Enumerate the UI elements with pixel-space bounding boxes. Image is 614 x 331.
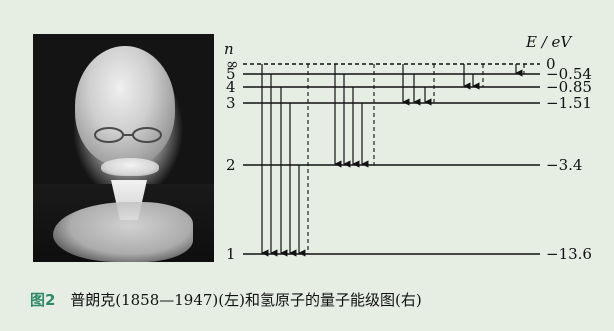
transition-arrows bbox=[261, 64, 523, 257]
photo-glasses bbox=[94, 127, 162, 143]
level-n-label: 4 bbox=[226, 78, 236, 96]
level-energy-label: −0.85 bbox=[546, 78, 592, 96]
level-n-label: ∞ bbox=[226, 55, 239, 73]
level-energy-label: −0.54 bbox=[546, 65, 592, 83]
caption-number: 图2 bbox=[30, 291, 56, 309]
level-n-label: 5 bbox=[226, 65, 236, 83]
figure-caption: 图2 普朗克(1858—1947)(左)和氢原子的量子能级图(右) bbox=[30, 289, 422, 310]
axis-e-label-text: E / eV bbox=[525, 33, 573, 51]
caption-text: 普朗克(1858—1947)(左)和氢原子的量子能级图(右) bbox=[70, 291, 422, 309]
axis-n-label: n bbox=[224, 40, 234, 58]
level-e-labels: 0−0.54−0.85−1.51 −3.4 −13.6 bbox=[546, 55, 592, 263]
level-energy-label: 0 bbox=[546, 55, 556, 73]
level-energy-label: −13.6 bbox=[546, 245, 592, 263]
photo-mustache bbox=[101, 158, 159, 176]
level-energy-label: −3.4 bbox=[546, 156, 582, 174]
level-energy-label: −1.51 bbox=[546, 94, 592, 112]
level-n-label: 1 bbox=[226, 245, 236, 263]
portrait-photo bbox=[33, 34, 214, 262]
axis-e-label: E / eV bbox=[525, 33, 573, 51]
level-n-label: 2 bbox=[226, 156, 236, 174]
level-lines bbox=[243, 63, 540, 255]
photo-head bbox=[75, 46, 175, 166]
photo-hand bbox=[53, 202, 193, 262]
level-n-labels: ∞543 2 1 bbox=[226, 55, 239, 263]
level-n-label: 3 bbox=[226, 94, 236, 112]
series-dividers bbox=[307, 64, 525, 254]
